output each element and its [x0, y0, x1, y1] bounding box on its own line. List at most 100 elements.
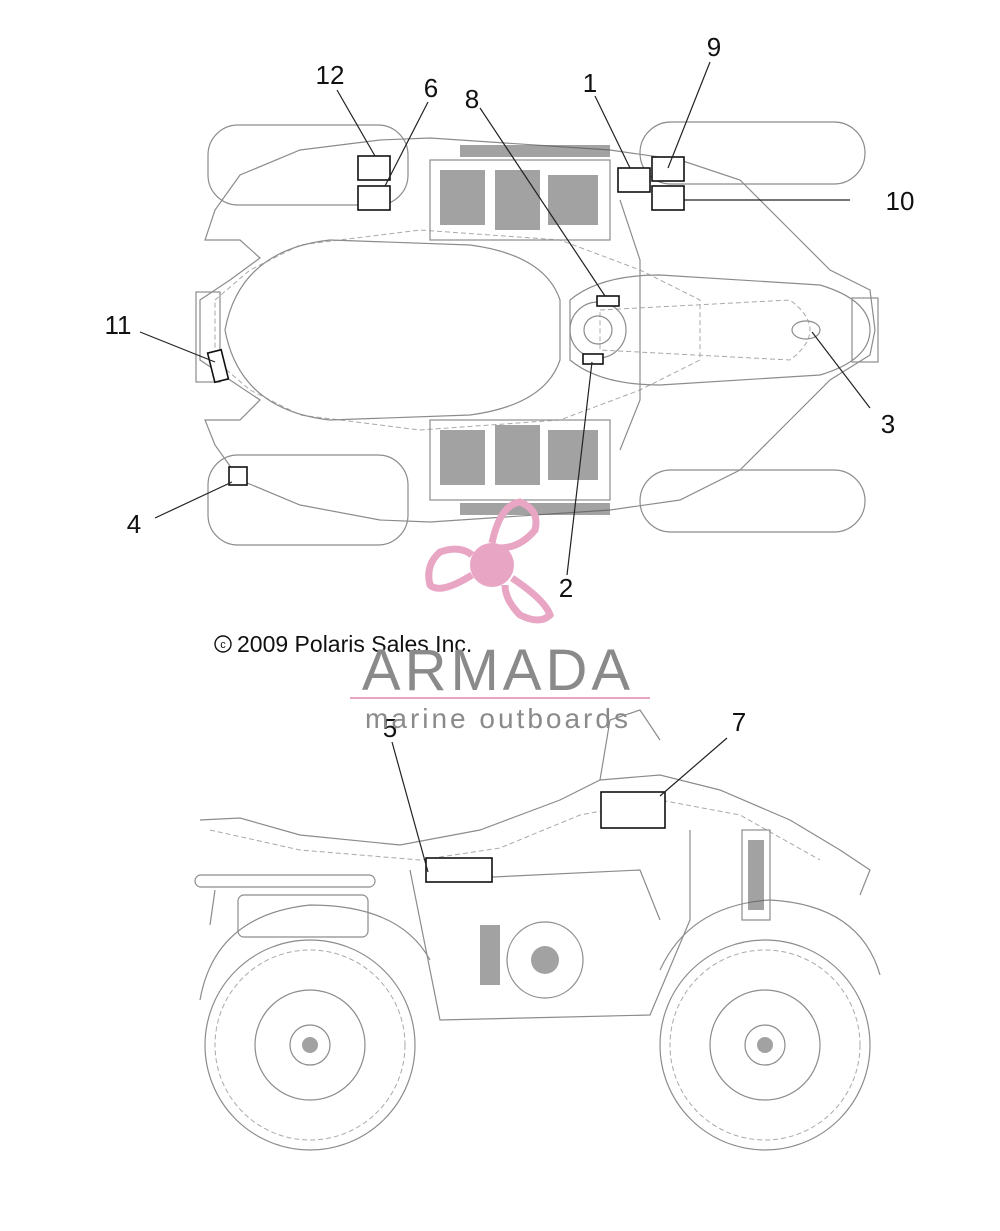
watermark-title: ARMADA	[362, 638, 634, 703]
rear-fender	[199, 904, 431, 1001]
decal-7	[600, 791, 666, 829]
callout-12: 12	[316, 60, 345, 90]
front-shock	[741, 829, 771, 921]
callout-2: 2	[559, 573, 573, 603]
front-shock-spring	[748, 840, 764, 910]
rear-rack-bar	[194, 874, 376, 888]
upper-engine-detail-c	[548, 175, 598, 225]
rear-tire-top	[207, 124, 409, 206]
atv-top-view	[195, 121, 879, 546]
leader-7	[659, 737, 728, 797]
decal-11	[206, 348, 230, 384]
decal-6	[357, 185, 391, 211]
propeller-blade-left	[425, 545, 475, 592]
front-hub	[744, 1024, 786, 1066]
engine-cover	[506, 921, 584, 999]
leader-6	[384, 101, 429, 187]
decal-2	[582, 353, 604, 365]
lower-engine-detail-c	[548, 430, 598, 480]
callout-5: 5	[383, 713, 397, 743]
rear-hub	[289, 1024, 331, 1066]
muffler	[237, 894, 369, 938]
copyright-symbol-icon	[214, 635, 232, 653]
leader-3	[811, 331, 871, 409]
copyright-symbol-letter: c	[220, 639, 226, 651]
decal-8	[596, 295, 620, 307]
atv-side-view	[194, 709, 881, 1151]
leader-4	[154, 481, 233, 519]
callout-7: 7	[732, 707, 746, 737]
callout-1: 1	[583, 68, 597, 98]
steering-hub	[569, 301, 627, 359]
seat	[224, 239, 561, 421]
callout-labels: 1 2 3 4 5 6 7 8 9 10 11 12	[105, 32, 915, 743]
upper-engine-detail-a	[440, 170, 485, 225]
armada-watermark: ARMADA marine outboards	[350, 498, 650, 734]
callout-9: 9	[707, 32, 721, 62]
front-hood	[569, 274, 871, 386]
front-tire-top	[639, 121, 866, 185]
callout-6: 6	[424, 73, 438, 103]
decal-4	[228, 466, 248, 486]
rear-wheel-outer	[204, 939, 416, 1151]
rear-hub-center	[302, 1037, 318, 1053]
top-view-decals	[206, 155, 685, 486]
callout-8: 8	[465, 84, 479, 114]
floor-panel	[429, 869, 661, 921]
lower-frame	[409, 830, 691, 1021]
leader-2	[566, 361, 593, 576]
watermark-subtitle: marine outboards	[365, 703, 631, 734]
callout-11: 11	[105, 310, 132, 340]
decal-1	[617, 167, 651, 193]
leader-9	[667, 61, 711, 169]
engine-detail	[480, 925, 500, 985]
decal-10	[651, 185, 685, 211]
copyright-notice: c 2009 Polaris Sales Inc.	[214, 631, 472, 657]
rear-tire-bottom	[207, 454, 409, 546]
leader-11	[139, 331, 216, 363]
front-rim	[709, 989, 821, 1101]
propeller-blade-right	[501, 575, 555, 624]
callout-3: 3	[881, 409, 895, 439]
decal-12	[357, 155, 391, 181]
hitch	[209, 889, 216, 926]
engine-center	[531, 946, 559, 974]
leader-lines	[139, 61, 871, 873]
lower-engine-detail-a	[440, 430, 485, 485]
seat-outline	[214, 229, 701, 431]
lower-engine-detail-b	[495, 425, 540, 485]
hood-detail	[599, 299, 811, 361]
callout-4: 4	[127, 509, 141, 539]
propeller-hub	[470, 543, 514, 587]
decal-5	[425, 857, 493, 883]
upper-footwell	[429, 159, 611, 241]
handlebar-side	[599, 709, 661, 781]
front-wheel-outer	[659, 939, 871, 1151]
leader-5	[391, 741, 429, 873]
body-outline	[199, 137, 876, 523]
body-inner-line	[209, 799, 821, 861]
front-hub-center	[757, 1037, 773, 1053]
rear-rim	[254, 989, 366, 1101]
callout-10: 10	[886, 186, 915, 216]
upper-footpeg	[460, 145, 610, 157]
steering-center	[583, 315, 613, 345]
leader-8	[479, 107, 606, 297]
handlebar	[619, 199, 641, 451]
front-tire-bottom	[639, 469, 866, 533]
propeller-blade-top	[488, 498, 540, 552]
decal-9	[651, 156, 685, 182]
propeller-logo-icon	[425, 498, 555, 624]
rear-rack	[195, 291, 221, 383]
leader-1	[594, 95, 631, 169]
copyright-text: 2009 Polaris Sales Inc.	[237, 631, 472, 657]
front-bumper	[851, 297, 879, 363]
fuel-cap	[791, 320, 821, 340]
upper-engine-detail-b	[495, 170, 540, 230]
side-view-decals	[425, 791, 666, 883]
rear-wheel-tread	[214, 949, 406, 1141]
front-wheel-tread	[669, 949, 861, 1141]
leader-12	[336, 89, 376, 157]
